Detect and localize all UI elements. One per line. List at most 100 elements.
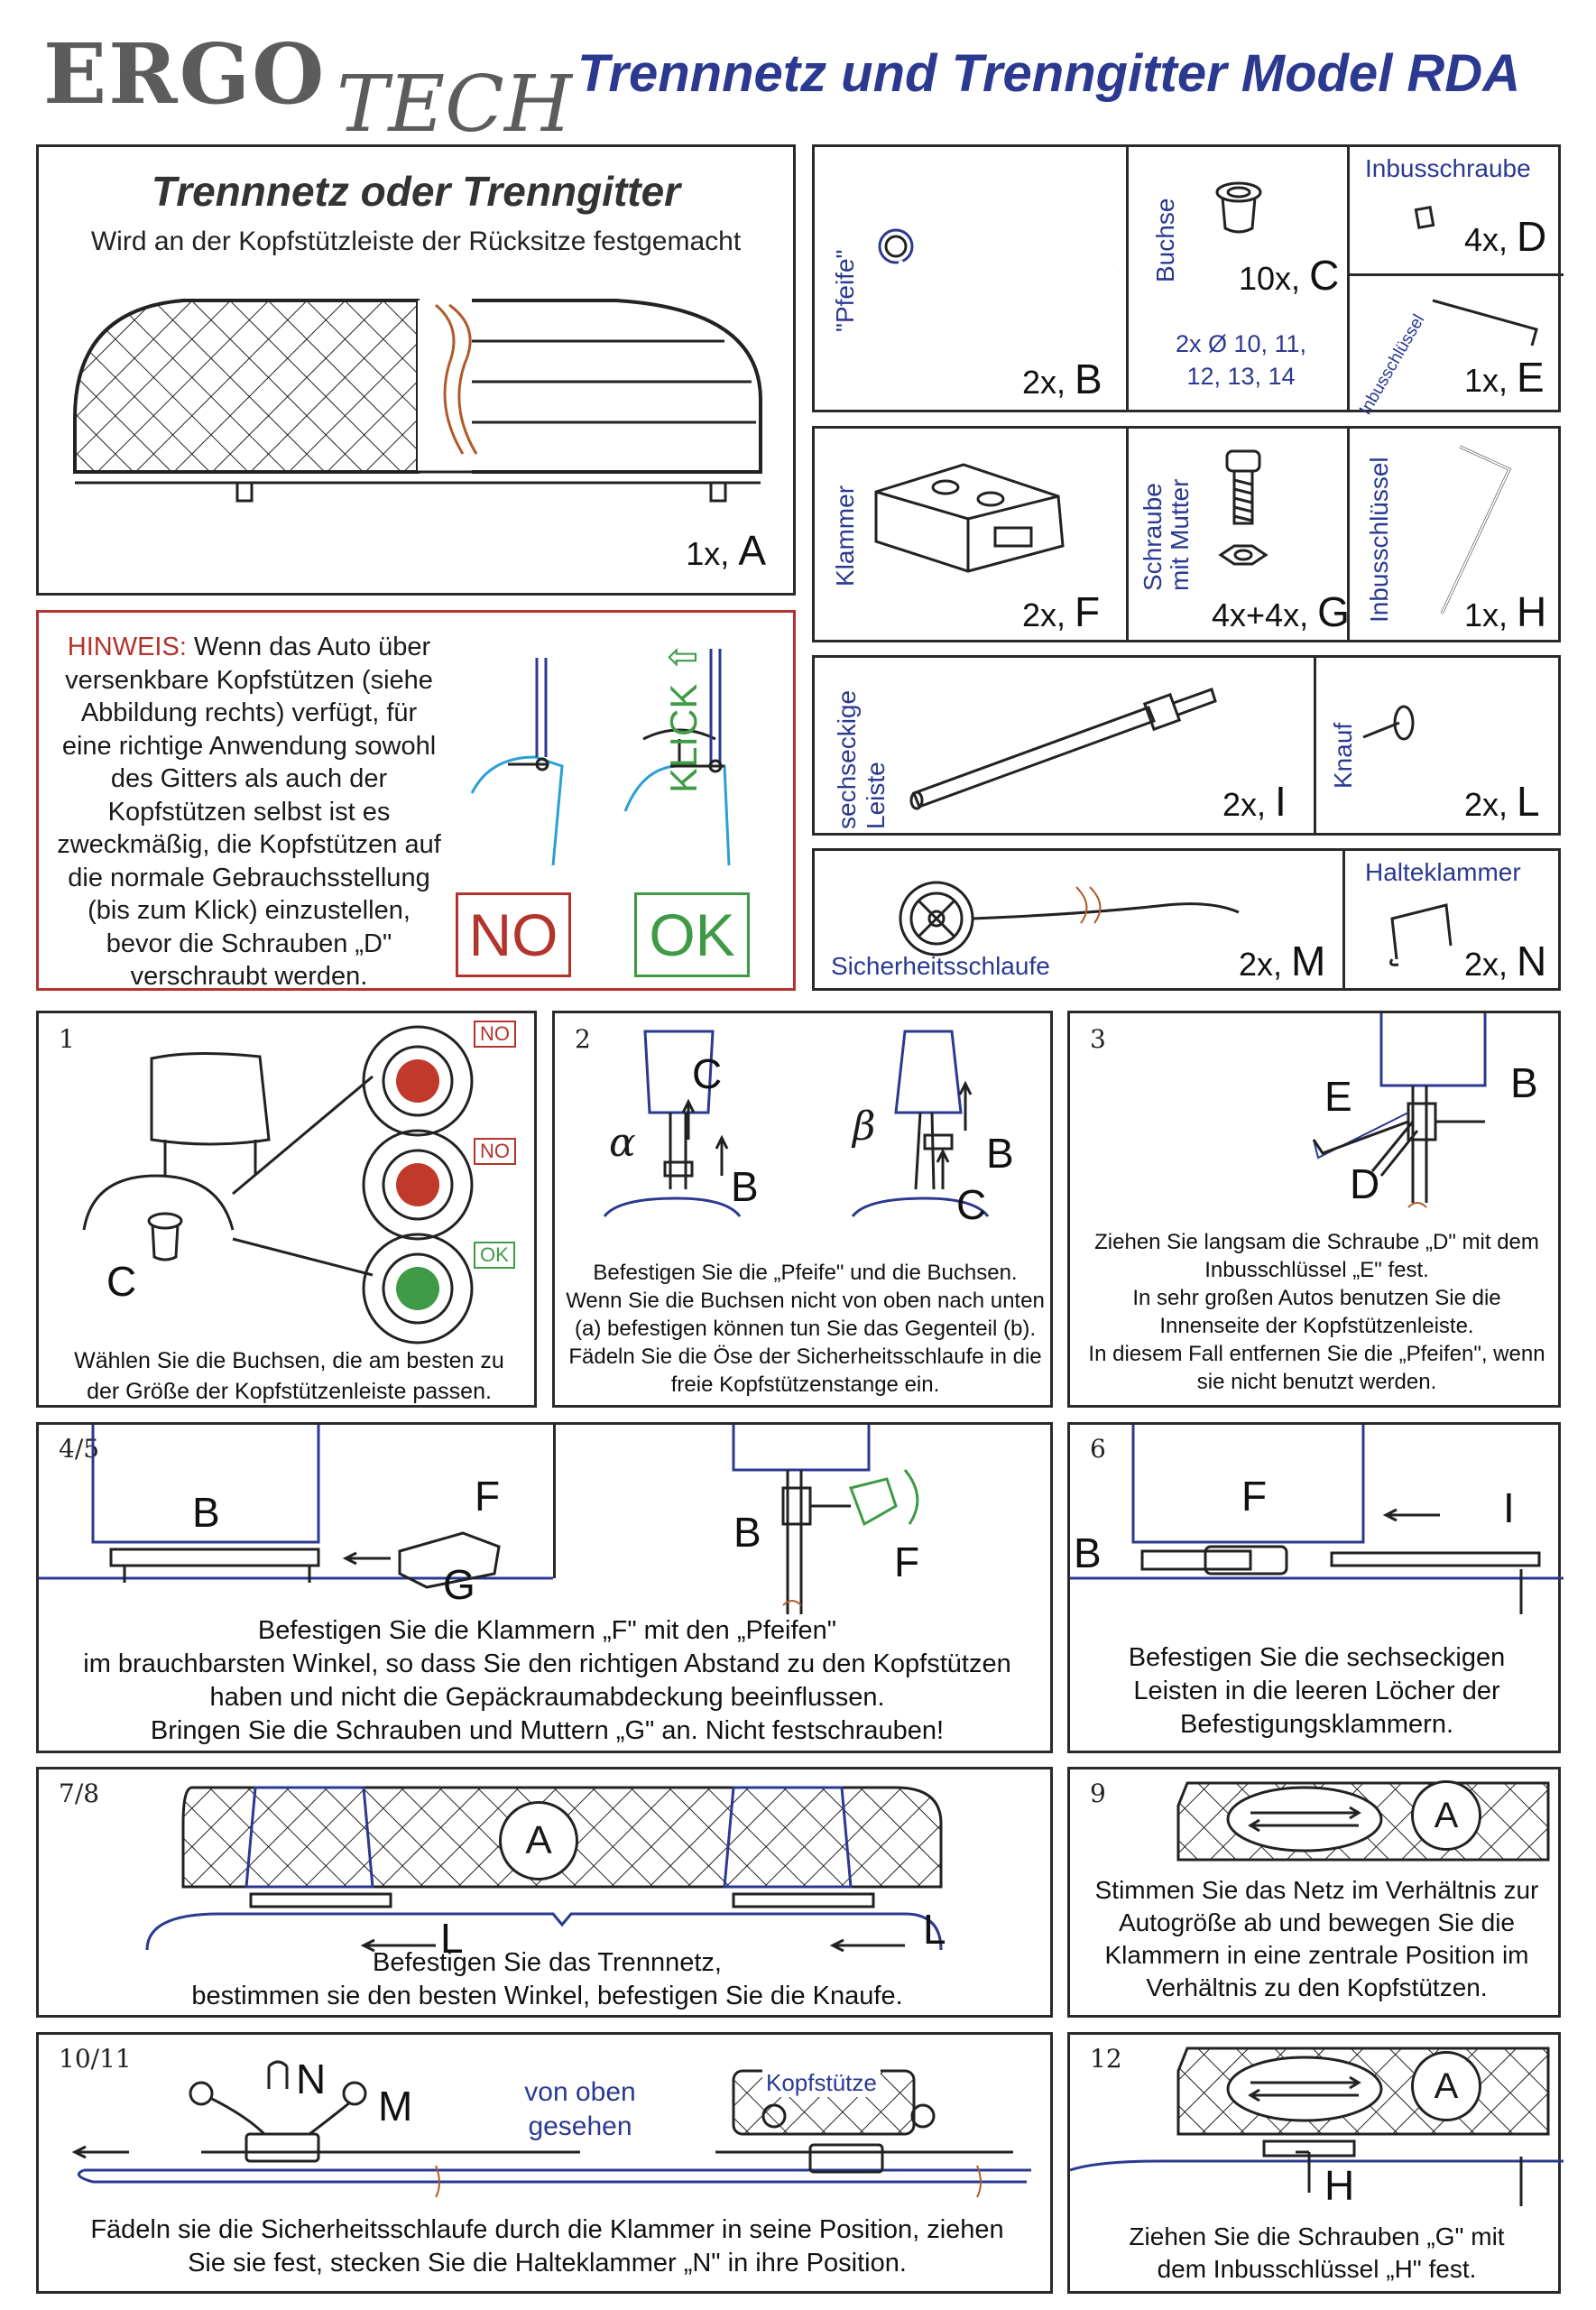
step-6-number: 6 <box>1090 1434 1106 1464</box>
step-3-label-d: D <box>1350 1160 1380 1207</box>
part-a-qty: 1x, <box>686 535 730 572</box>
clamp-icon <box>874 463 1065 573</box>
part-e-caption: 1x, E <box>1464 354 1545 401</box>
step-12-number: 12 <box>1090 2044 1122 2074</box>
safety-loop-icon <box>899 881 1240 956</box>
step-3-label-e: E <box>1324 1073 1352 1120</box>
hinweis-line-3: eine richtige Anwendung sowohl <box>61 731 437 761</box>
page-title: Trennnetz und Trenngitter Model RDA <box>577 44 1521 103</box>
step-1-illustration <box>82 1025 474 1344</box>
step-78-label-a: A <box>499 1801 578 1880</box>
retaining-clip-icon <box>1389 903 1453 966</box>
part-a-heading: Trennnetz oder Trenngitter <box>151 168 681 215</box>
hinweis-text: HINWEIS: Wenn das Auto über versenkbare … <box>46 631 452 993</box>
hinweis-line-6: zweckmäßig, die Kopfstützen auf <box>57 830 441 859</box>
step-2-text: Befestigen Sie die „Pfeife" und die Buch… <box>566 1261 1045 1397</box>
step-2-label-c2: C <box>956 1181 987 1228</box>
allen-key-large-icon <box>1440 445 1512 614</box>
step-1-number: 1 <box>59 1024 75 1054</box>
hinweis-prefix: HINWEIS: <box>67 633 187 661</box>
step-45-label-b1: B <box>192 1489 220 1536</box>
step-3-number: 3 <box>1090 1024 1106 1054</box>
step-12-panel: 12 A H Ziehen Sie die Schrauben „G" mit … <box>1067 2032 1564 2294</box>
step-12-label-a: A <box>1411 2051 1481 2121</box>
part-a-subheading: Wird an der Kopfstützleiste der Rücksitz… <box>90 226 742 256</box>
hinweis-line-9: bevor die Schrauben „D" <box>106 929 392 958</box>
screw-nut-icon <box>1218 449 1268 566</box>
step-3-label-b: B <box>1510 1059 1538 1106</box>
step-6-panel: 6 F I B Befestigen Sie die sechseckigen … <box>1067 1422 1564 1753</box>
step-9-illustration <box>1176 1781 1550 1862</box>
step-1-badge-ok: OK <box>474 1242 515 1269</box>
hinweis-line-1: versenkbare Kopfstützen (siehe <box>65 665 433 695</box>
step-1011-number: 10/11 <box>59 2044 132 2074</box>
step-1-panel: 1 NO NO OK C Wählen Sie die Buchsen, die… <box>36 1011 537 1408</box>
step-12-label-h: H <box>1324 2162 1355 2209</box>
step-1011-top-view: von oben gesehen <box>524 2077 636 2141</box>
ok-badge: OK <box>634 892 750 977</box>
step-9-panel: 9 A Stimmen Sie das Netz im Verhältnis z… <box>1067 1767 1561 2018</box>
part-f-caption: 2x, F <box>1022 588 1101 635</box>
allen-key-small-icon <box>1432 299 1538 346</box>
part-g-caption: 4x+4x, G <box>1212 588 1350 635</box>
step-6-label-b: B <box>1074 1529 1102 1576</box>
hinweis-line-10: verschraubt werden. <box>130 962 368 991</box>
step-45-label-g: G <box>443 1561 475 1608</box>
step-1-badge-no-2: NO <box>474 1138 516 1165</box>
step-3-illustration <box>1312 1013 1487 1208</box>
part-d-caption: 4x, D <box>1464 213 1547 260</box>
step-45-label-f1: F <box>475 1473 501 1520</box>
brand-bottom: TECH <box>337 60 572 150</box>
part-m-label: Sicherheitsschlaufe <box>831 952 1050 980</box>
headrest-position-illustration <box>470 649 731 866</box>
step-2-label-b2: B <box>986 1130 1014 1177</box>
step-45-panel: 4/5 B F G B F Befestigen Sie die Klammer… <box>36 1422 1053 1753</box>
hinweis-line-5: Kopfstützen selbst ist es <box>107 797 391 827</box>
step-12-illustration <box>1069 2047 1564 2206</box>
part-d-label: Inbusschraube <box>1365 154 1531 182</box>
parts-row-4: Sicherheitsschlaufe 2x, M Halteklammer 2… <box>812 848 1561 991</box>
part-a-caption: 1x, A <box>686 526 766 575</box>
step-6-label-f: F <box>1241 1473 1268 1520</box>
knob-icon <box>1362 705 1415 741</box>
no-badge: NO <box>456 892 571 977</box>
parts-row-3: sechseckige Leiste 2x, I Knauf 2x, L <box>812 655 1561 836</box>
partition-net-illustration <box>73 299 762 503</box>
step-78-panel: 7/8 A L L Befestigen Sie das Trennnetz, … <box>36 1767 1053 2018</box>
step-78-label-l2: L <box>923 1906 946 1953</box>
part-l-caption: 2x, L <box>1464 778 1540 825</box>
step-78-number: 7/8 <box>59 1779 100 1808</box>
parts-row-2: Klammer 2x, F Schraube mit Mutter 4x+4x,… <box>812 426 1561 642</box>
bushing-icon <box>1215 181 1262 234</box>
step-2-illustration <box>603 1030 990 1217</box>
step-1011-label-n: N <box>296 2056 327 2102</box>
step-1-label-c: C <box>106 1258 137 1305</box>
allen-screw-icon <box>1414 206 1435 229</box>
brand-top: ERGO <box>43 25 327 123</box>
part-a-panel: Trennnetz oder Trenngitter Wird an der K… <box>36 144 796 596</box>
part-c-sizes: 2x Ø 10, 11, 12, 13, 14 <box>1175 330 1307 390</box>
part-n-label: Halteklammer <box>1365 858 1521 886</box>
step-1011-text: Fädeln sie die Sicherheitsschlaufe durch… <box>90 2215 1004 2278</box>
step-6-label-i: I <box>1503 1484 1515 1531</box>
parts-row-1: "Pfeife" 2x, B Buchse 10x, C 2x Ø 10, 11… <box>812 144 1564 419</box>
step-1-badge-no-1: NO <box>474 1021 516 1048</box>
pipe-part-icon <box>878 228 1113 312</box>
step-45-label-b2: B <box>733 1509 761 1556</box>
step-9-number: 9 <box>1090 1779 1106 1808</box>
step-2-alpha: α <box>609 1120 636 1166</box>
step-1011-panel: 10/11 N M von oben gesehen Kopfstütze Fä… <box>36 2032 1053 2294</box>
step-1011-kopfstuetze: Kopfstütze <box>762 2069 881 2097</box>
part-h-caption: 1x, H <box>1464 588 1547 635</box>
part-a-letter: A <box>738 527 766 574</box>
hex-bar-icon <box>909 688 1217 810</box>
step-3-panel: 3 E B D Ziehen Sie langsam die Schraube … <box>1067 1011 1561 1408</box>
step-12-text: Ziehen Sie die Schrauben „G" mit dem Inb… <box>1129 2222 1505 2283</box>
hinweis-line-4: des Gitters als auch der <box>110 764 388 793</box>
step-78-text: Befestigen Sie das Trennnetz, bestimmen … <box>191 1948 903 2010</box>
hinweis-line-2: Abbildung rechts) verfügt, für <box>80 698 418 727</box>
step-2-beta: β <box>853 1104 876 1150</box>
part-n-caption: 2x, N <box>1464 938 1547 984</box>
step-1011-label-m: M <box>378 2083 413 2130</box>
step-45-label-f2: F <box>894 1538 920 1585</box>
